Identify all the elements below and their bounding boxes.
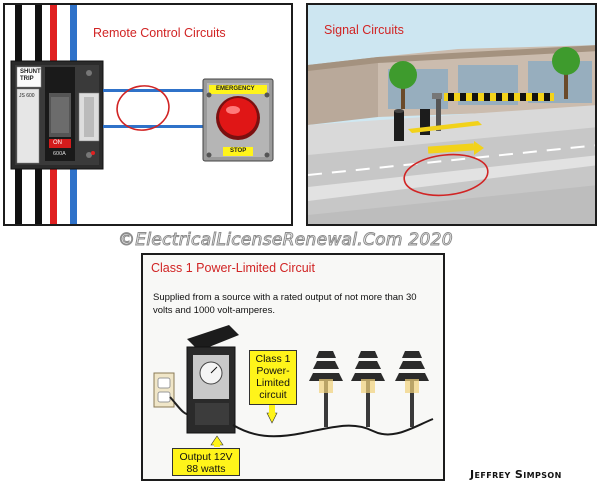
breaker-on-label: ON bbox=[53, 140, 62, 146]
shunt-trip-label-line2: TRIP bbox=[20, 76, 34, 82]
remote-control-illustration bbox=[10, 5, 274, 224]
breaker-model: JS 600 bbox=[19, 93, 35, 99]
remote-control-title: Remote Control Circuits bbox=[93, 26, 226, 40]
landscape-light bbox=[395, 351, 429, 427]
class1-title: Class 1 Power-Limited Circuit bbox=[151, 261, 315, 275]
callout-circuit-line: Limited bbox=[256, 377, 290, 389]
class1-power-limited-panel: Class 1 Power-Limited Circuit Supplied f… bbox=[141, 253, 445, 481]
stop-label: STOP bbox=[230, 148, 247, 154]
remote-control-panel: Remote Control Circuits SHUNT TRIP JS 60… bbox=[3, 3, 293, 226]
signal-circuits-title: Signal Circuits bbox=[324, 23, 404, 37]
callout-circuit-line: circuit bbox=[259, 389, 287, 401]
landscape-light bbox=[351, 351, 385, 427]
copyright-watermark: ©ElectricalLicenseRenewal.Com 2020 bbox=[118, 230, 454, 251]
class1-description: Supplied from a source with a rated outp… bbox=[153, 292, 417, 316]
output-rating-callout: Output 12V 88 watts bbox=[172, 448, 240, 476]
callout-circuit-line: Power- bbox=[256, 365, 290, 377]
shunt-trip-label-line1: SHUNT bbox=[20, 69, 41, 75]
callout-output-line: Output 12V bbox=[179, 451, 233, 463]
shunt-trip-label: SHUNT TRIP bbox=[20, 69, 41, 83]
signal-circuits-illustration bbox=[308, 5, 595, 224]
callout-output-line: 88 watts bbox=[186, 463, 226, 475]
class1-circuit-callout: Class 1 Power- Limited circuit bbox=[249, 350, 297, 405]
callout-circuit-line: Class 1 bbox=[255, 353, 291, 365]
breaker-amps-label: 600A bbox=[53, 151, 66, 157]
class1-illustration bbox=[153, 325, 434, 447]
author-signature: Jeffrey Simpson bbox=[470, 468, 562, 481]
landscape-light bbox=[309, 351, 343, 427]
signal-circuits-panel: Signal Circuits bbox=[306, 3, 597, 226]
emergency-label: EMERGENCY bbox=[216, 86, 255, 92]
